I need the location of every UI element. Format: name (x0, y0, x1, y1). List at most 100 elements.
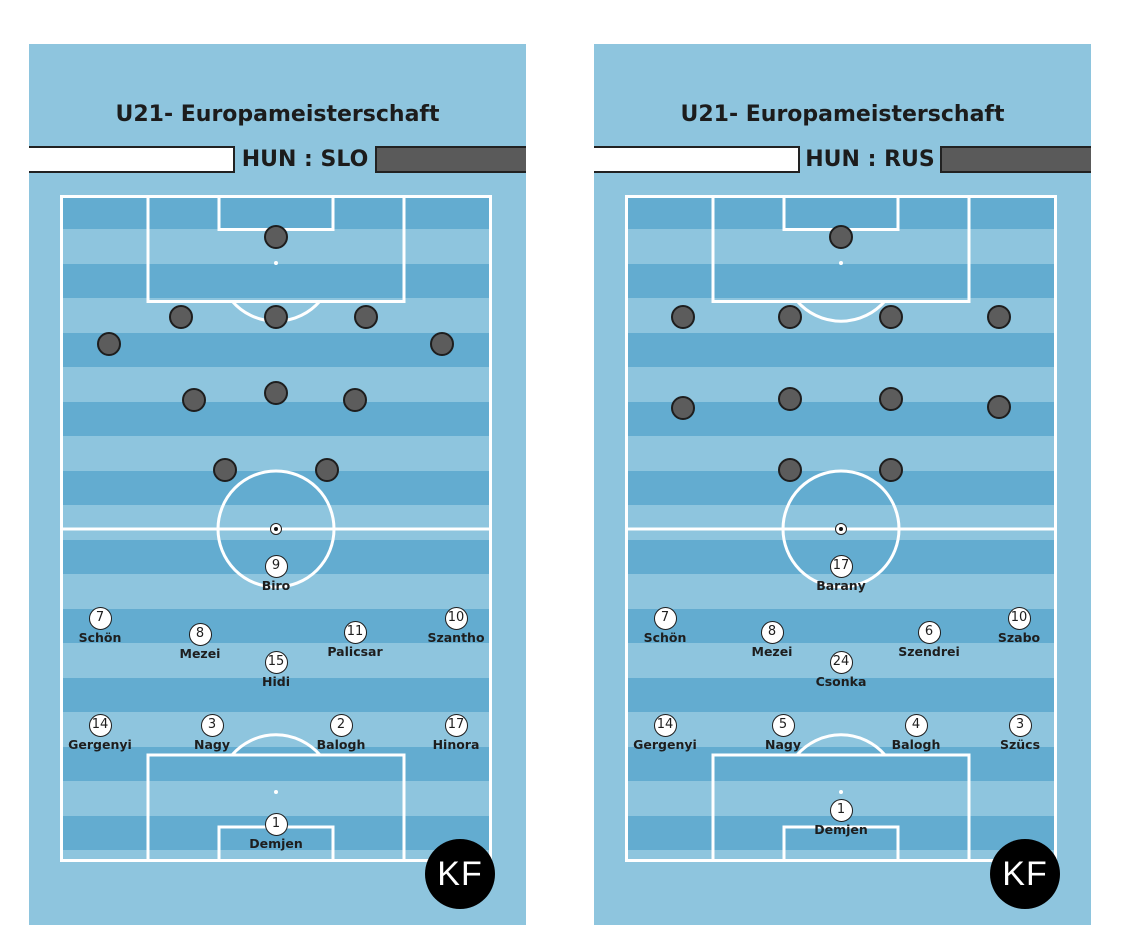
player-token: 3 Szücs (965, 714, 1075, 752)
player-token: 24 Csonka (786, 651, 896, 689)
player-name: Biro (261, 578, 291, 593)
opponent-marker (829, 225, 853, 249)
kf-logo: KF (425, 839, 495, 909)
pitch-stripe (625, 609, 1057, 643)
player-name: Nagy (194, 737, 230, 752)
football-pitch: 17 Barany 7 Schön 8 Mezei 6 Szendrei 10 … (625, 195, 1057, 862)
player-number: 1 (829, 799, 853, 822)
pitch-stripe (625, 195, 1057, 229)
opponent-marker (169, 305, 193, 329)
player-token: 14 Gergenyi (610, 714, 720, 752)
player-number: 14 (88, 714, 112, 737)
player-name: Szantho (427, 630, 485, 645)
player-token: 17 Barany (786, 555, 896, 593)
opponent-marker (879, 458, 903, 482)
player-token: 1 Demjen (786, 799, 896, 837)
opponent-marker (879, 387, 903, 411)
match-score-label: HUN : SLO (241, 147, 369, 172)
player-number: 10 (444, 607, 468, 630)
lineup-panel-hun-slo: U21- Europameisterschaft HUN : SLO (29, 44, 526, 925)
player-number: 1 (264, 813, 288, 836)
opponent-marker (879, 305, 903, 329)
pitch-stripes (60, 195, 492, 862)
player-name: Demjen (814, 822, 868, 837)
player-token: 6 Szendrei (874, 621, 984, 659)
opponent-marker (778, 387, 802, 411)
home-team-bar (594, 146, 800, 173)
ball-icon (835, 523, 847, 535)
player-number: 8 (188, 623, 212, 646)
opponent-marker (264, 225, 288, 249)
player-number: 17 (444, 714, 468, 737)
pitch-stripe (60, 264, 492, 298)
opponent-marker (987, 305, 1011, 329)
player-token: 17 Hinora (401, 714, 511, 752)
player-token: 15 Hidi (221, 651, 331, 689)
player-name: Demjen (249, 836, 303, 851)
player-name: Balogh (316, 737, 366, 752)
pitch-stripe (625, 333, 1057, 367)
lineup-panel-hun-rus: U21- Europameisterschaft HUN : RUS (594, 44, 1091, 925)
player-number: 17 (829, 555, 853, 578)
pitch-stripe (60, 609, 492, 643)
player-token: 8 Mezei (717, 621, 827, 659)
player-number: 9 (264, 555, 288, 578)
player-token: 8 Mezei (145, 623, 255, 661)
player-name: Palicsar (327, 644, 383, 659)
player-token: 3 Nagy (157, 714, 267, 752)
opponent-marker (671, 305, 695, 329)
player-token: 14 Gergenyi (45, 714, 155, 752)
player-number: 6 (917, 621, 941, 644)
opponent-marker (354, 305, 378, 329)
player-token: 5 Nagy (728, 714, 838, 752)
player-name: Barany (816, 578, 866, 593)
player-number: 8 (760, 621, 784, 644)
opponent-marker (671, 396, 695, 420)
match-score-label: HUN : RUS (805, 147, 935, 172)
player-name: Szabo (997, 630, 1041, 645)
player-number: 7 (653, 607, 677, 630)
player-name: Balogh (891, 737, 941, 752)
player-number: 3 (200, 714, 224, 737)
player-token: 10 Szabo (964, 607, 1074, 645)
opponent-marker (430, 332, 454, 356)
panel-title: U21- Europameisterschaft (680, 102, 1005, 127)
player-name: Gergenyi (68, 737, 132, 752)
kf-logo: KF (990, 839, 1060, 909)
player-token: 7 Schön (610, 607, 720, 645)
pitch-stripe (625, 678, 1057, 712)
ball-icon (270, 523, 282, 535)
player-token: 10 Szantho (401, 607, 511, 645)
player-name: Hinora (432, 737, 480, 752)
player-name: Schön (643, 630, 687, 645)
pitch-stripe (625, 402, 1057, 436)
player-name: Mezei (751, 644, 793, 659)
pitch-markings (60, 195, 492, 862)
player-name: Szendrei (898, 644, 960, 659)
opponent-marker (97, 332, 121, 356)
player-name: Gergenyi (633, 737, 697, 752)
player-number: 7 (88, 607, 112, 630)
player-number: 3 (1008, 714, 1032, 737)
pitch-stripe (60, 747, 492, 781)
player-number: 15 (264, 651, 288, 674)
pitch-stripe (625, 264, 1057, 298)
opponent-marker (264, 381, 288, 405)
player-name: Csonka (815, 674, 867, 689)
panel-title: U21- Europameisterschaft (115, 102, 440, 127)
pitch-stripe (60, 678, 492, 712)
player-name: Nagy (765, 737, 801, 752)
player-token: 1 Demjen (221, 813, 331, 851)
player-number: 11 (343, 621, 367, 644)
pitch-stripe (60, 195, 492, 229)
player-number: 14 (653, 714, 677, 737)
pitch-stripe (625, 471, 1057, 505)
home-team-bar (29, 146, 235, 173)
player-token: 4 Balogh (861, 714, 971, 752)
player-token: 7 Schön (45, 607, 155, 645)
player-number: 5 (771, 714, 795, 737)
player-name: Hidi (262, 674, 290, 689)
pitch-stripe (60, 471, 492, 505)
opponent-marker (987, 395, 1011, 419)
player-number: 10 (1007, 607, 1031, 630)
